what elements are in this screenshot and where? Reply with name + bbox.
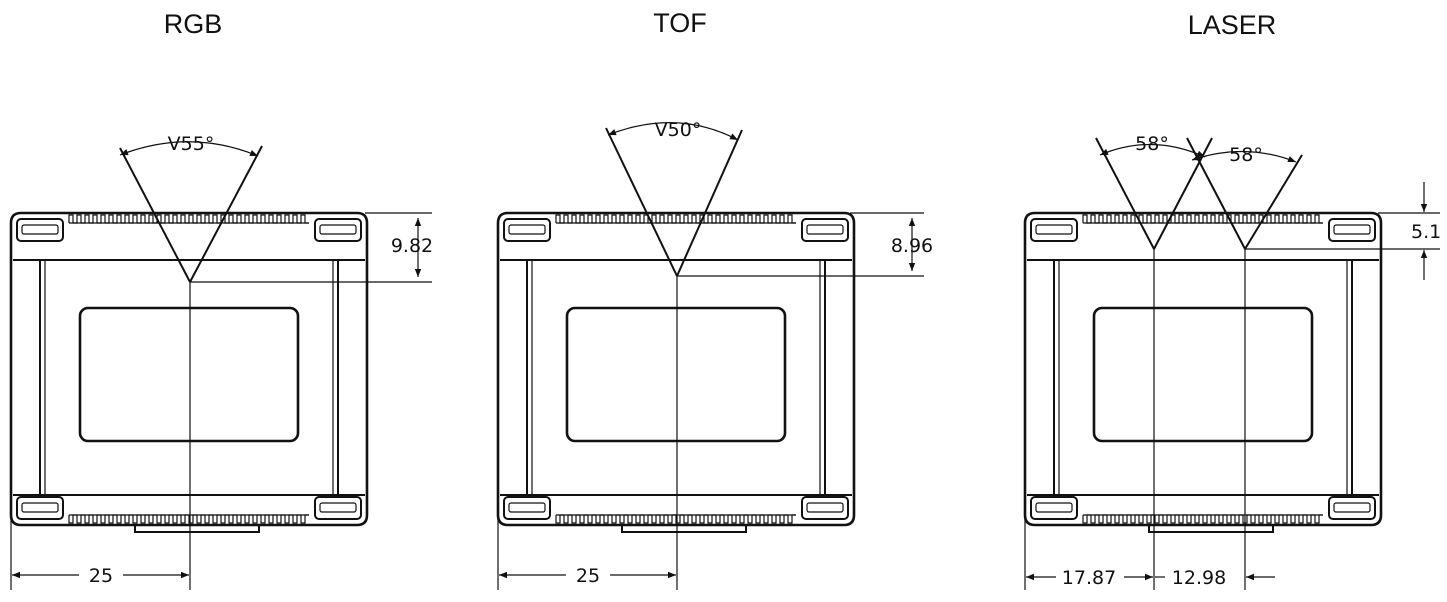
rgb-offset-dimension xyxy=(10,282,191,590)
tof-height-dim: 8.96 xyxy=(891,235,933,257)
laser-height-dimension xyxy=(1245,182,1440,280)
laser-title: LASER xyxy=(1188,10,1277,40)
laser-offset-dim-right: 12.98 xyxy=(1172,567,1226,589)
rgb-offset-dim: 25 xyxy=(89,565,113,587)
tof-fov-cone xyxy=(605,122,743,277)
tof-height-dimension xyxy=(677,212,924,277)
tof-title: TOF xyxy=(653,8,707,38)
laser-offset-dim-left: 17.87 xyxy=(1062,567,1116,589)
tof-offset-dimension xyxy=(497,276,678,590)
rgb-height-dim: 9.82 xyxy=(391,235,433,257)
laser-fov-cone-right xyxy=(1186,137,1303,250)
laser-offset-dimension xyxy=(1024,249,1275,590)
rgb-fov-cone xyxy=(119,141,263,283)
laser-fov-label-left: 58° xyxy=(1135,133,1169,155)
laser-height-dim: 5.1 xyxy=(1411,221,1441,243)
rgb-title: RGB xyxy=(164,9,223,39)
rgb-fov-label: V55° xyxy=(168,133,215,155)
rgb-module-outline xyxy=(9,211,369,533)
tof-module-outline xyxy=(496,211,856,533)
tof-fov-label: V50° xyxy=(655,119,702,141)
laser-fov-label-right: 58° xyxy=(1229,144,1263,166)
laser-module-outline xyxy=(1023,211,1383,533)
tof-offset-dim: 25 xyxy=(576,565,600,587)
rgb-height-dimension xyxy=(190,212,432,283)
